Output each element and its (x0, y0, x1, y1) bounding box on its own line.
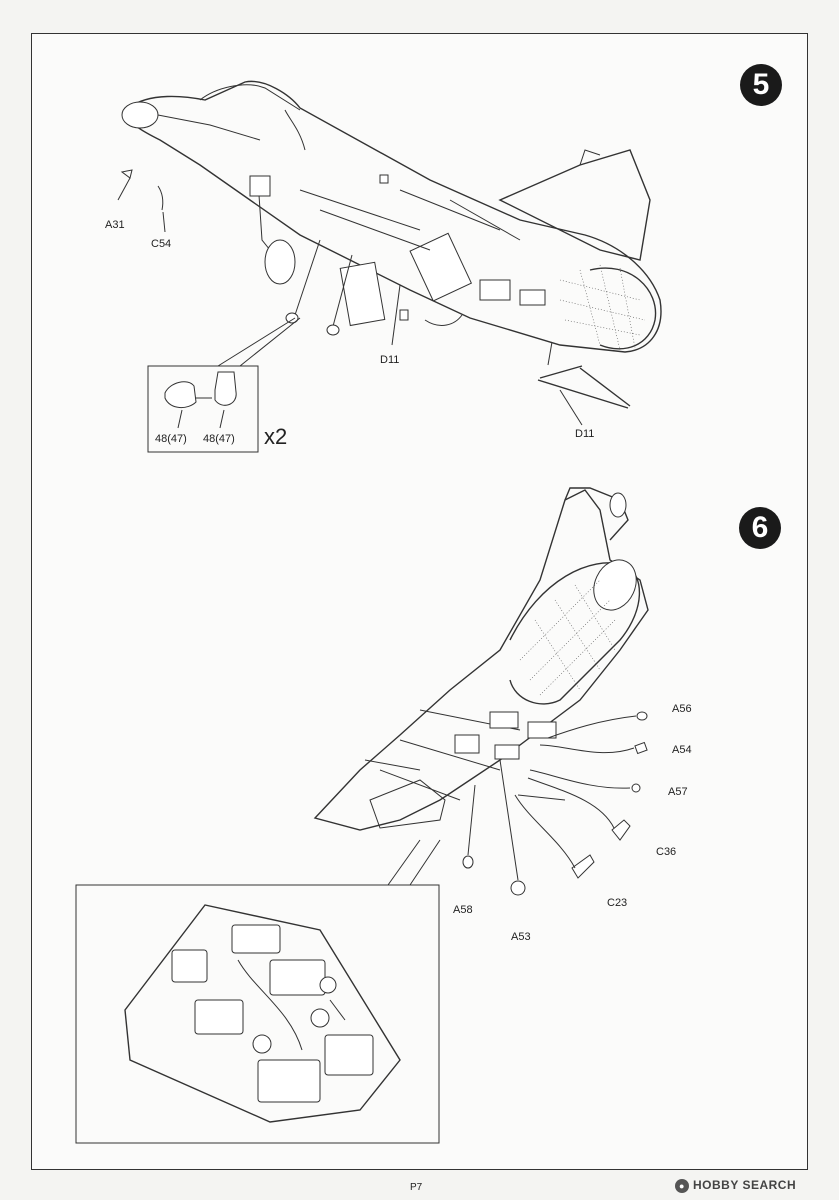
part-label-a57: A57 (668, 786, 688, 798)
part-label-a31: A31 (105, 219, 125, 231)
watermark: ● HOBBY SEARCH (675, 1178, 796, 1193)
quantity-multiplier: x2 (264, 424, 288, 449)
step5-aircraft-drawing (117, 80, 662, 453)
step-number-badge: 6 (739, 507, 781, 549)
detail-part-label: 48(47) (203, 433, 235, 445)
part-label-a56: A56 (672, 703, 692, 715)
part-label-c54: C54 (151, 238, 172, 250)
part-label-c23: C23 (607, 897, 628, 909)
detail-part-label: 48(47) (155, 433, 187, 445)
instruction-sheet-border (31, 33, 808, 1170)
part-label-d11: D11 (575, 428, 595, 440)
watermark-logo-icon: ● (675, 1178, 689, 1193)
part-label-a58: A58 (453, 904, 473, 916)
part-label-c36: C36 (656, 846, 677, 858)
part-label-a54: A54 (672, 744, 692, 756)
part-label-a53: A53 (511, 931, 531, 943)
part-label-d11: D11 (380, 354, 400, 366)
page-number: P7 (410, 1182, 423, 1193)
step6-aircraft-drawing (75, 487, 649, 1144)
watermark-text: HOBBY SEARCH (693, 1178, 797, 1192)
step-number-badge: 5 (740, 64, 782, 106)
